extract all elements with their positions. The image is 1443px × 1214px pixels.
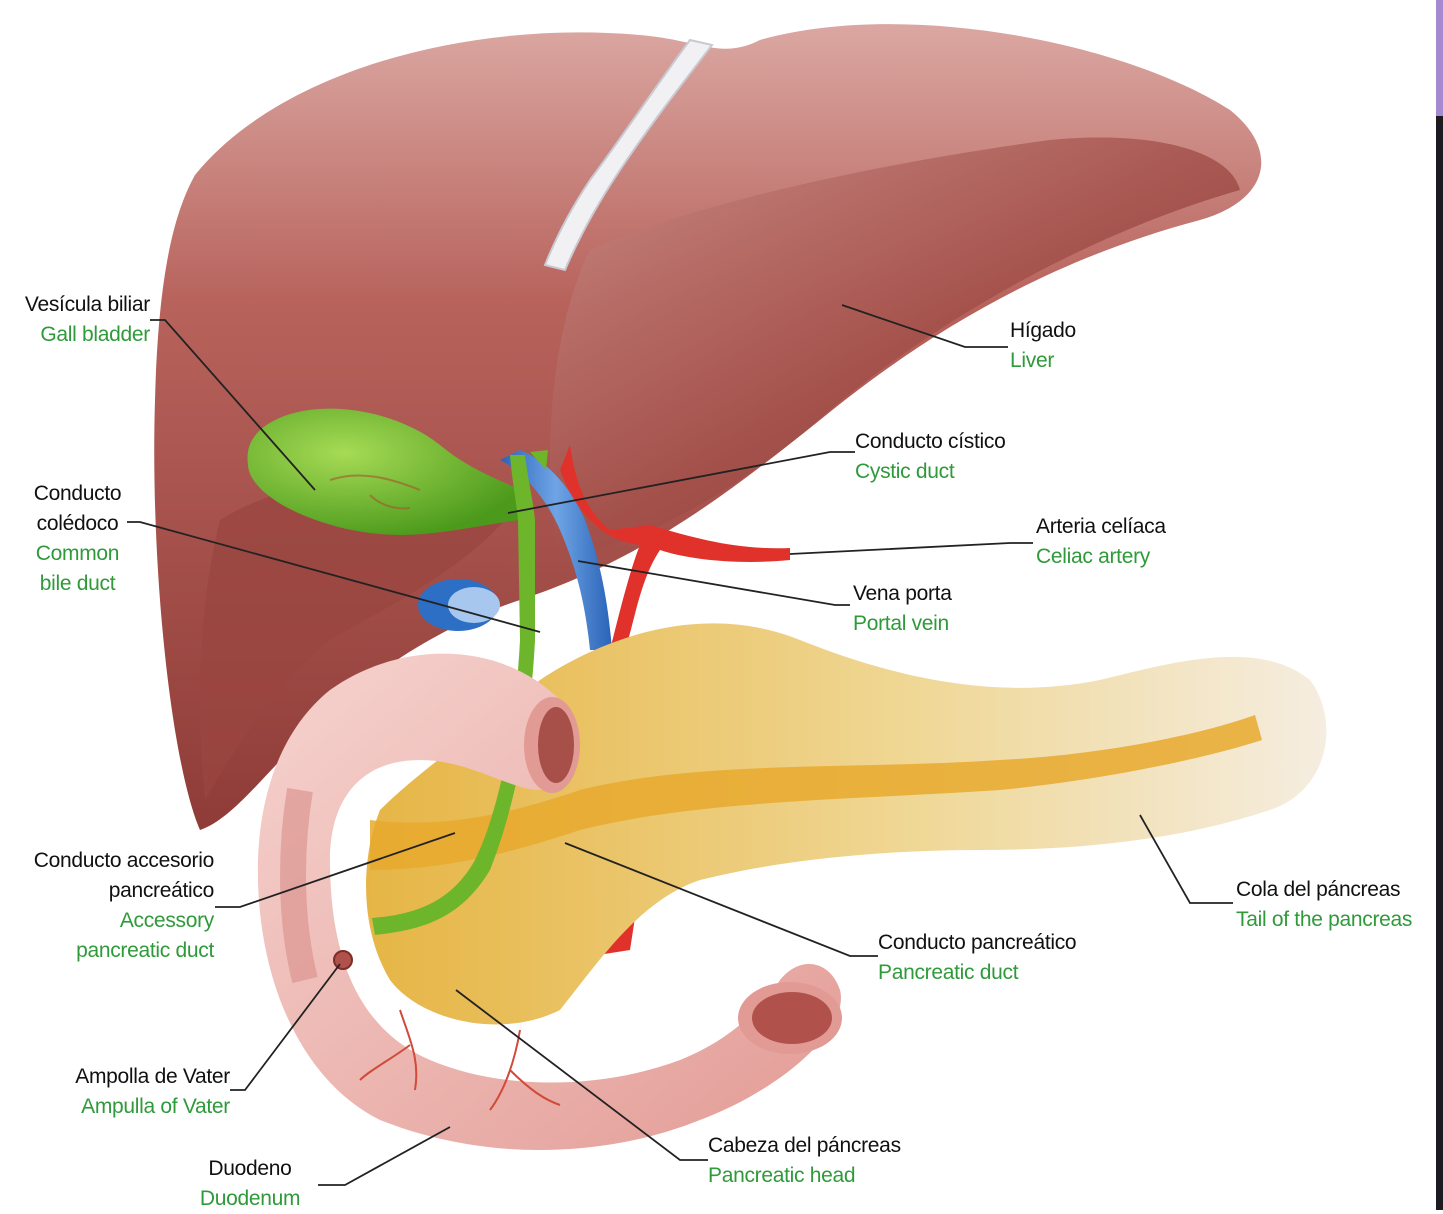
label-cystic-duct-es: Conducto cístico bbox=[855, 427, 1075, 457]
label-pancreatic-head-es: Cabeza del páncreas bbox=[708, 1131, 938, 1161]
label-pancreatic-head-en: Pancreatic head bbox=[708, 1161, 938, 1191]
label-duodenum-es: Duodeno bbox=[185, 1154, 315, 1184]
leader-line-portal-vein bbox=[578, 561, 850, 605]
label-ampulla: Ampolla de Vater Ampulla of Vater bbox=[20, 1062, 230, 1122]
label-portal-vein: Vena porta Portal vein bbox=[853, 579, 1013, 639]
label-accessory-duct: Conducto accesorio pancreático Accessory… bbox=[0, 846, 214, 966]
label-pancreatic-duct: Conducto pancreático Pancreatic duct bbox=[878, 928, 1118, 988]
label-ampulla-es: Ampolla de Vater bbox=[20, 1062, 230, 1092]
label-liver: Hígado Liver bbox=[1010, 316, 1170, 376]
label-common-bile-duct-en: Common bile duct bbox=[15, 539, 140, 599]
label-celiac-artery-en: Celiac artery bbox=[1036, 542, 1236, 572]
label-liver-en: Liver bbox=[1010, 346, 1170, 376]
label-common-bile-duct-es: Conducto colédoco bbox=[15, 479, 140, 539]
label-tail-pancreas-en: Tail of the pancreas bbox=[1236, 905, 1434, 935]
label-accessory-duct-en: Accessory pancreatic duct bbox=[0, 906, 214, 966]
window-edge-accent bbox=[1436, 0, 1443, 116]
label-gallbladder: Vesícula biliar Gall bladder bbox=[5, 290, 150, 350]
window-edge-bar bbox=[1436, 0, 1443, 1210]
label-pancreatic-head: Cabeza del páncreas Pancreatic head bbox=[708, 1131, 938, 1191]
label-common-bile-duct: Conducto colédoco Common bile duct bbox=[15, 479, 140, 599]
label-tail-pancreas: Cola del páncreas Tail of the pancreas bbox=[1236, 875, 1434, 935]
label-accessory-duct-es: Conducto accesorio pancreático bbox=[0, 846, 214, 906]
label-gallbladder-es: Vesícula biliar bbox=[5, 290, 150, 320]
label-ampulla-en: Ampulla of Vater bbox=[20, 1092, 230, 1122]
label-portal-vein-en: Portal vein bbox=[853, 609, 1013, 639]
label-pancreatic-duct-es: Conducto pancreático bbox=[878, 928, 1118, 958]
label-tail-pancreas-es: Cola del páncreas bbox=[1236, 875, 1434, 905]
label-cystic-duct-en: Cystic duct bbox=[855, 457, 1075, 487]
label-pancreatic-duct-en: Pancreatic duct bbox=[878, 958, 1118, 988]
label-celiac-artery-es: Arteria celíaca bbox=[1036, 512, 1236, 542]
label-cystic-duct: Conducto cístico Cystic duct bbox=[855, 427, 1075, 487]
label-liver-es: Hígado bbox=[1010, 316, 1170, 346]
label-duodenum: Duodeno Duodenum bbox=[185, 1154, 315, 1214]
label-portal-vein-es: Vena porta bbox=[853, 579, 1013, 609]
label-celiac-artery: Arteria celíaca Celiac artery bbox=[1036, 512, 1236, 572]
label-gallbladder-en: Gall bladder bbox=[5, 320, 150, 350]
leader-line-celiac-artery bbox=[790, 543, 1033, 554]
